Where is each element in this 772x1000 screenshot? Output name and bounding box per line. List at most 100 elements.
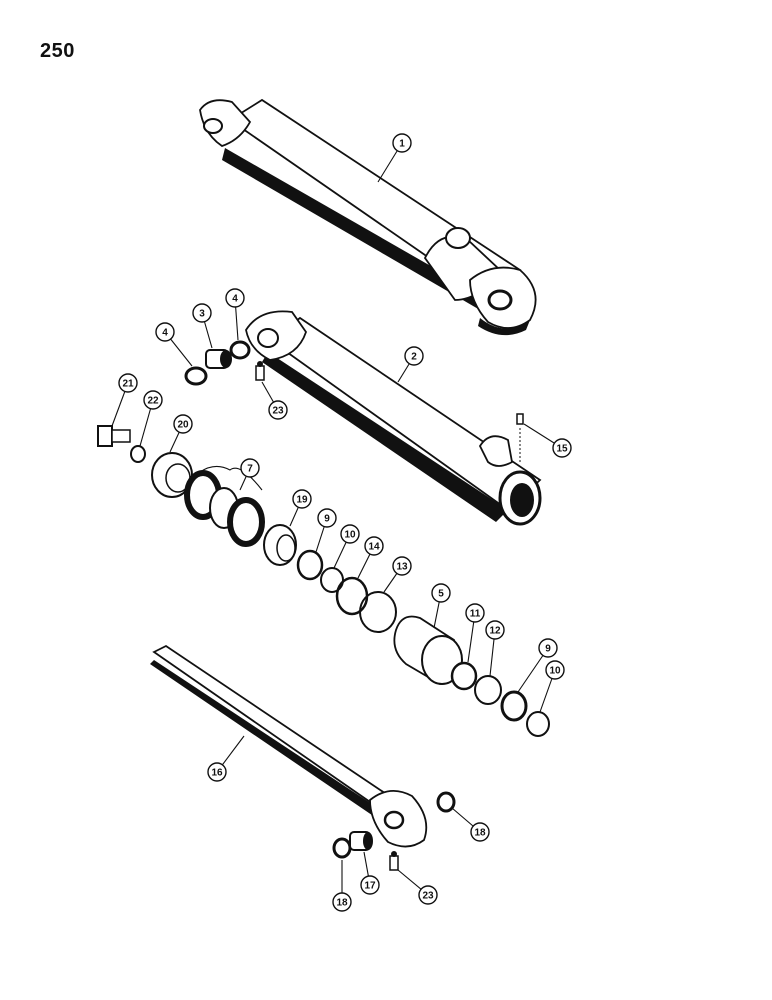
callout-label: 19 xyxy=(296,495,308,506)
o-ring-10-lower xyxy=(526,711,550,737)
callout-label: 12 xyxy=(489,626,501,637)
backup-ring-13 xyxy=(359,591,397,633)
callout-14: 14 xyxy=(357,536,384,579)
callout-circle xyxy=(431,583,451,603)
callout-label: 10 xyxy=(344,530,356,541)
washer-18-left xyxy=(332,837,352,859)
callout-circle xyxy=(268,400,288,420)
callout-23: 23 xyxy=(261,381,288,420)
page-number: 250 xyxy=(40,40,75,62)
callout-label: 18 xyxy=(336,898,348,909)
callout-circle xyxy=(292,489,312,509)
callout-circle xyxy=(192,303,212,323)
gland-19 xyxy=(263,524,297,566)
callout-label: 4 xyxy=(162,328,168,339)
callout-circle xyxy=(207,762,227,782)
callout-label: 10 xyxy=(549,666,561,677)
callout-label: 23 xyxy=(272,406,284,417)
callout-circle xyxy=(332,892,352,912)
callout-circle xyxy=(392,556,412,576)
callout-9: 9 xyxy=(315,508,337,553)
callout-label: 16 xyxy=(211,768,223,779)
callout-label: 23 xyxy=(422,891,434,902)
o-ring-14 xyxy=(335,576,369,616)
callout-circle xyxy=(143,390,163,410)
callout-22: 22 xyxy=(139,390,163,447)
callout-label: 5 xyxy=(438,589,444,600)
callout-label: 22 xyxy=(147,396,159,407)
callout-label: 2 xyxy=(411,352,417,363)
washer-4-left xyxy=(184,366,208,386)
callout-circle xyxy=(485,620,505,640)
callout-circle xyxy=(552,438,572,458)
callout-17: 17 xyxy=(360,851,380,895)
callout-label: 20 xyxy=(177,420,189,431)
callout-label: 4 xyxy=(232,294,238,305)
callout-label: 3 xyxy=(199,309,205,320)
callout-label: 11 xyxy=(470,609,481,620)
callout-4: 4 xyxy=(225,288,245,341)
callout-1: 1 xyxy=(377,133,412,183)
callout-circle xyxy=(470,822,490,842)
piston-rod-16 xyxy=(150,644,428,848)
callout-19: 19 xyxy=(289,489,312,527)
bolt-21 xyxy=(97,425,131,447)
bushing-3 xyxy=(205,349,232,369)
callout-circle xyxy=(240,458,260,478)
callout-10: 10 xyxy=(333,524,360,569)
callout-13: 13 xyxy=(383,556,412,593)
bushing-17 xyxy=(349,831,373,851)
callout-23: 23 xyxy=(397,869,438,905)
callout-circle xyxy=(225,288,245,308)
callout-circle xyxy=(364,536,384,556)
callout-9: 9 xyxy=(517,638,558,693)
callout-5: 5 xyxy=(431,583,451,629)
callout-10: 10 xyxy=(539,660,565,713)
callout-circle xyxy=(360,875,380,895)
washer-22 xyxy=(130,445,146,463)
grease-fitting-23-bottom xyxy=(389,851,399,871)
callout-circle xyxy=(538,638,558,658)
callout-16: 16 xyxy=(207,735,245,782)
callout-label: 9 xyxy=(545,644,551,655)
callout-circle xyxy=(392,133,412,153)
callout-label: 7 xyxy=(247,464,253,475)
seal-12 xyxy=(474,675,502,705)
callout-20: 20 xyxy=(169,414,193,453)
callout-circle xyxy=(340,524,360,544)
callout-3: 3 xyxy=(192,303,213,349)
callout-18: 18 xyxy=(332,860,352,912)
callout-2: 2 xyxy=(397,346,424,383)
washer-18-right xyxy=(436,791,456,813)
callout-15: 15 xyxy=(523,423,572,458)
callout-circle xyxy=(465,603,485,623)
cylinder-barrel-2 xyxy=(245,310,542,526)
callout-circle xyxy=(545,660,565,680)
callout-label: 17 xyxy=(364,881,376,892)
bushing-9-upper xyxy=(296,549,324,581)
callout-12: 12 xyxy=(485,620,505,677)
callout-label: 13 xyxy=(396,562,408,573)
callout-11: 11 xyxy=(465,603,485,663)
callout-label: 9 xyxy=(324,514,330,525)
seal-kit-7 xyxy=(184,465,265,547)
callout-label: 14 xyxy=(368,542,380,553)
grease-fitting-23-top xyxy=(255,361,265,381)
callout-label: 1 xyxy=(399,139,405,150)
cylinder-assembly-1 xyxy=(199,98,537,336)
bushing-9-lower xyxy=(500,690,528,722)
callout-label: 15 xyxy=(556,444,568,455)
washer-4-right xyxy=(229,340,251,360)
callout-circle xyxy=(317,508,337,528)
callout-21: 21 xyxy=(111,373,138,427)
callout-circle xyxy=(118,373,138,393)
callout-7: 7 xyxy=(239,458,260,491)
callout-circle xyxy=(155,322,175,342)
callout-4: 4 xyxy=(155,322,193,367)
callout-circle xyxy=(418,885,438,905)
callout-circle xyxy=(173,414,193,434)
seal-11 xyxy=(450,661,478,691)
callout-circle xyxy=(404,346,424,366)
callout-18: 18 xyxy=(451,807,490,842)
